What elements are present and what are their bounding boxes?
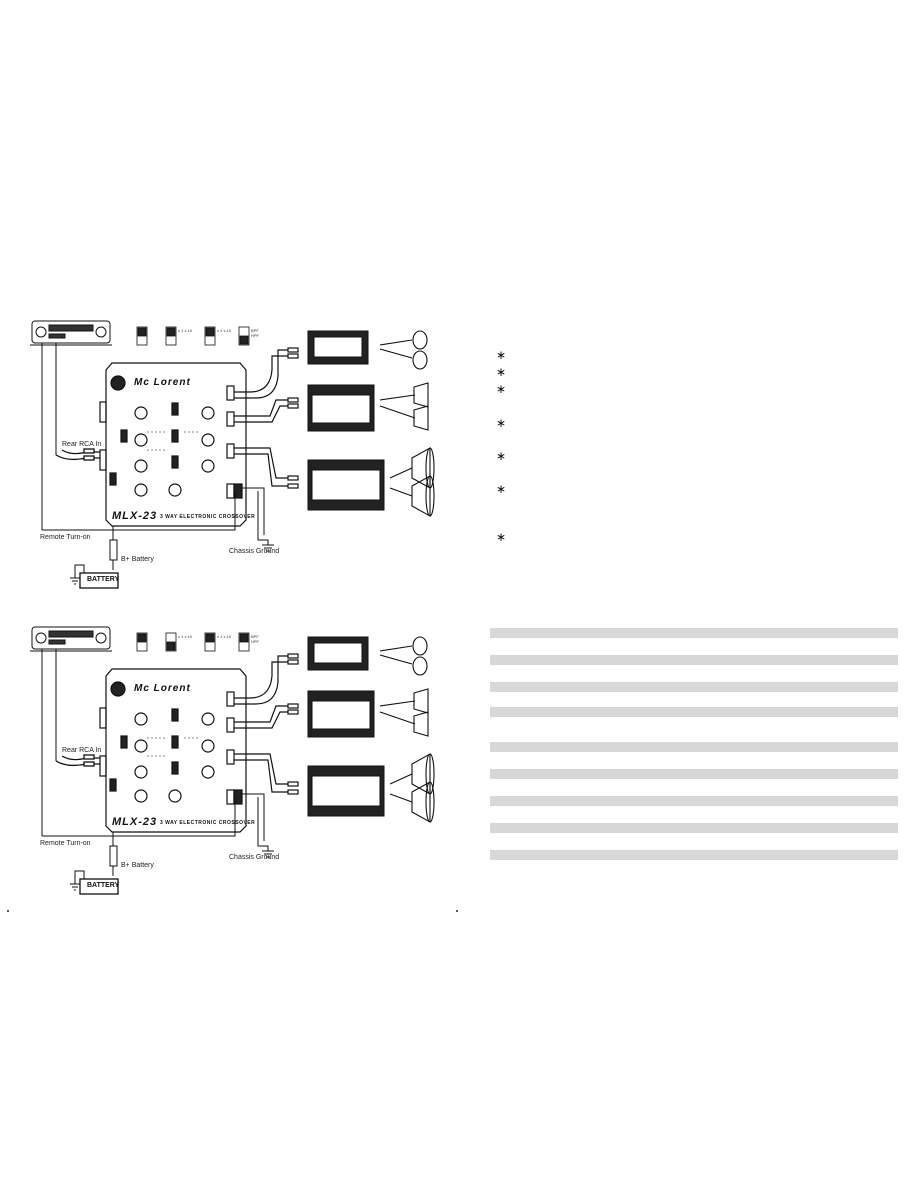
label-battery: BATTERY	[87, 576, 120, 583]
amplifiers	[307, 636, 385, 817]
table-row	[490, 628, 898, 638]
table-row	[490, 707, 898, 717]
bullet-marker: ∗	[496, 416, 507, 430]
bullet-marker: ∗	[496, 449, 507, 463]
wiring-diagram-top-svg	[30, 320, 435, 589]
crossover-model: MLX-23	[112, 816, 158, 828]
table-row	[490, 850, 898, 860]
crossover-subtitle: 3 WAY ELECTRONIC CROSSOVER	[160, 514, 256, 520]
page-mark-left	[7, 910, 9, 912]
label-rear-rca-in: Rear RCA In	[62, 747, 102, 754]
bullet-marker: ∗	[496, 348, 507, 362]
head-unit	[30, 626, 112, 836]
table-row	[490, 823, 898, 833]
switch-legend-3: x 1 x 10	[217, 634, 232, 639]
crossover-brand: Mc Lorent	[134, 377, 191, 388]
switch-legend-2: x 1 x 10	[178, 328, 193, 333]
crossover-brand: Mc Lorent	[134, 683, 191, 694]
page-mark-right	[456, 910, 458, 912]
rca-in-wires	[55, 448, 100, 461]
label-b-battery: B+ Battery	[121, 556, 154, 563]
power-wires	[42, 487, 274, 589]
crossover-unit	[99, 362, 247, 527]
switch-legends	[136, 326, 250, 346]
amp-input-wires	[234, 347, 299, 489]
label-remote-turn-on: Remote Turn-on	[40, 534, 91, 541]
switch-legend-2: x 1 x 10	[178, 634, 193, 639]
switch-legend-4: BPF HPF	[251, 328, 259, 338]
bullet-list: ∗ ∗ ∗ ∗ ∗ ∗ ∗	[490, 340, 890, 550]
speakers	[379, 330, 435, 517]
bullet-marker: ∗	[496, 365, 507, 379]
table-row	[490, 655, 898, 665]
switch-legend-3: x 1 x 10	[217, 328, 232, 333]
bullet-marker: ∗	[496, 530, 507, 544]
label-b-battery: B+ Battery	[121, 862, 154, 869]
label-battery: BATTERY	[87, 882, 120, 889]
table-row	[490, 796, 898, 806]
bullet-marker: ∗	[496, 482, 507, 496]
amplifiers	[307, 330, 385, 511]
power-wires	[42, 793, 274, 895]
rca-in-wires	[55, 754, 100, 767]
bullet-marker: ∗	[496, 382, 507, 396]
switch-legend-4: BPF HPF	[251, 634, 259, 644]
label-remote-turn-on: Remote Turn-on	[40, 840, 91, 847]
amp-input-wires	[234, 653, 299, 795]
crossover-unit	[99, 668, 247, 833]
label-rear-rca-in: Rear RCA In	[62, 441, 102, 448]
crossover-subtitle: 3 WAY ELECTRONIC CROSSOVER	[160, 820, 256, 826]
wiring-diagram-bottom: Rear RCA In Remote Turn-on B+ Battery Ch…	[0, 306, 450, 906]
speakers	[379, 636, 435, 823]
head-unit	[30, 320, 112, 530]
switch-legends	[136, 632, 250, 652]
table-row	[490, 742, 898, 752]
wiring-diagram-top: Rear RCA In Remote Turn-on B+ Battery Ch…	[0, 0, 450, 600]
table-row	[490, 682, 898, 692]
label-chassis-ground: Chassis Ground	[229, 548, 280, 555]
table-row	[490, 769, 898, 779]
wiring-diagram-bottom-svg	[30, 626, 435, 895]
label-chassis-ground: Chassis Ground	[229, 854, 280, 861]
crossover-model: MLX-23	[112, 510, 158, 522]
